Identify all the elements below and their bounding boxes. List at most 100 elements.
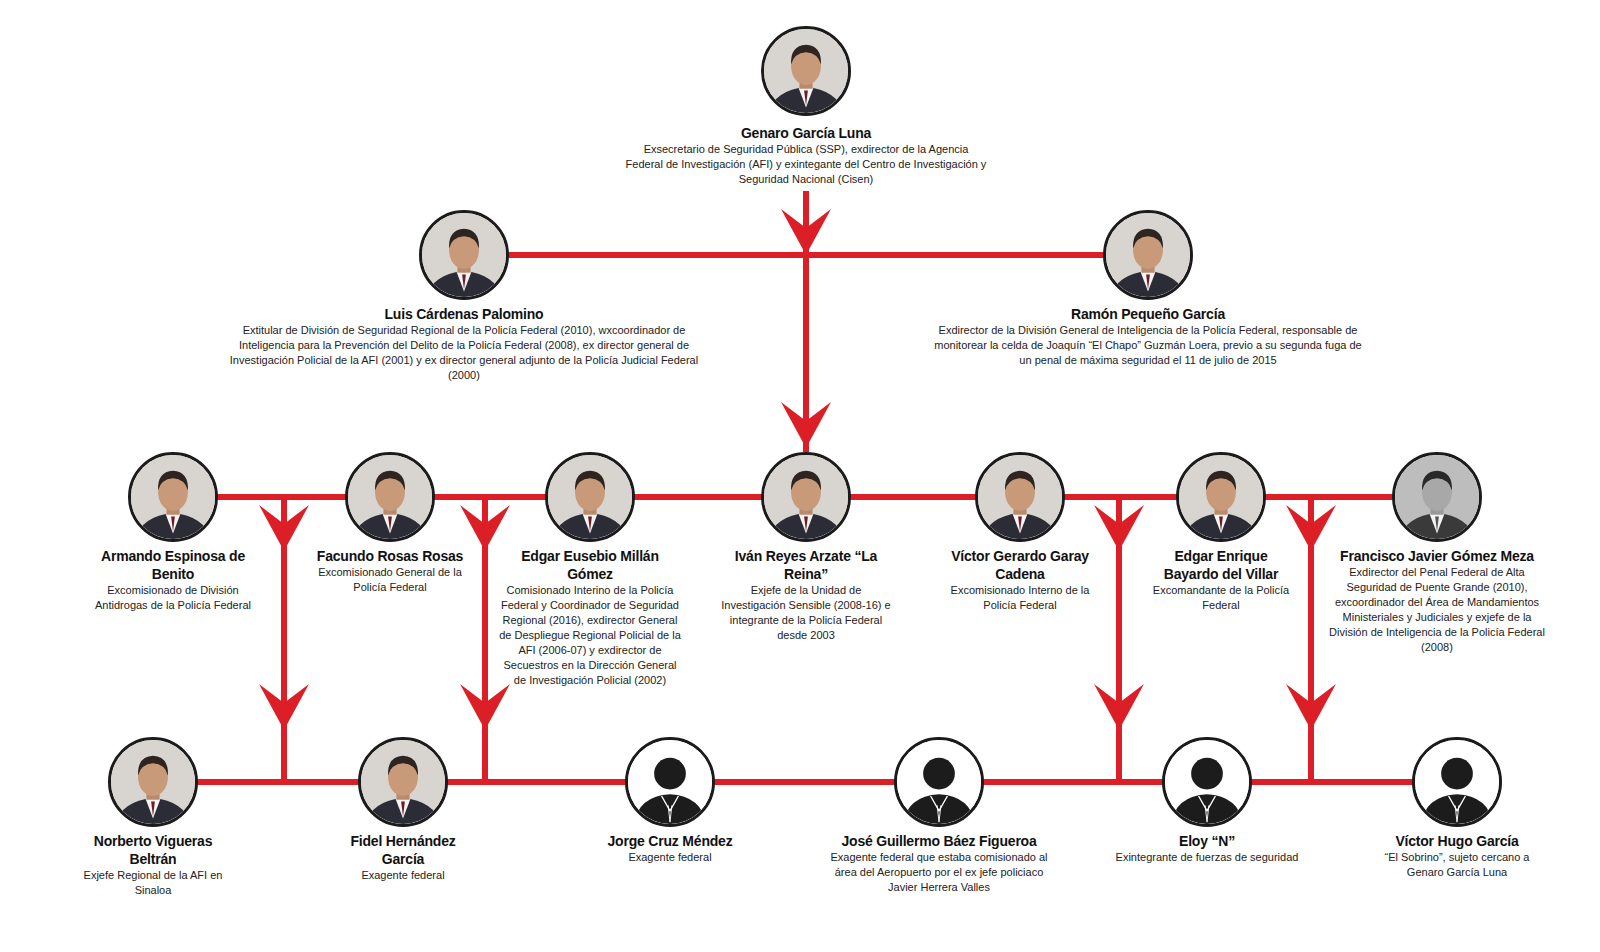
- person-name: Jorge Cruz Méndez: [605, 832, 735, 850]
- person-node: Jorge Cruz MéndezExagente federal: [605, 737, 735, 865]
- portrait-image: [1106, 213, 1190, 297]
- portrait-tie: [804, 91, 808, 106]
- person-description: Exagente federal: [605, 850, 735, 865]
- connector-line: [447, 779, 626, 785]
- connector: [850, 497, 976, 498]
- connector-line: [983, 779, 1163, 785]
- portrait-image: [548, 455, 632, 539]
- silhouette-body: [1171, 794, 1244, 824]
- connector-line: [197, 779, 359, 785]
- arrowhead: [460, 684, 510, 730]
- person-name: Norberto Vigueras Beltrán: [73, 832, 233, 868]
- portrait-tie: [401, 802, 405, 817]
- portrait: [1162, 737, 1252, 827]
- silhouette-head: [1441, 758, 1473, 790]
- silhouette-tie: [937, 805, 941, 822]
- portrait-hair: [138, 756, 168, 776]
- connector: [447, 782, 626, 783]
- portrait-image: [131, 455, 215, 539]
- portrait-tie: [1435, 517, 1439, 532]
- person-description: Exagente federal: [333, 868, 473, 883]
- arrowhead: [1094, 684, 1144, 730]
- portrait-tie: [1219, 517, 1223, 532]
- portrait-image: [764, 29, 848, 113]
- person-name: Iván Reyes Arzate “La Reina”: [719, 547, 894, 583]
- person-node: Iván Reyes Arzate “La Reina”Exjefe de la…: [719, 452, 894, 643]
- person-name: Francisco Javier Gómez Meza: [1327, 547, 1547, 565]
- portrait-tie: [171, 517, 175, 532]
- portrait-tie: [462, 275, 466, 290]
- connector: [197, 497, 309, 782]
- connector: [983, 782, 1163, 783]
- connector: [1094, 497, 1177, 782]
- arrowhead: [1286, 505, 1336, 551]
- silhouette-head: [923, 758, 955, 790]
- person-name: Armando Espinosa de Benito: [86, 547, 261, 583]
- person-node: Francisco Javier Gómez MezaExdirector de…: [1327, 452, 1547, 655]
- person-description: Excomisionado de División Antidrogas de …: [86, 583, 261, 613]
- person-node: Norberto Vigueras BeltránExjefe Regional…: [73, 737, 233, 898]
- portrait-hair: [375, 471, 405, 491]
- person-node: Fidel Hernández GarcíaExagente federal: [333, 737, 473, 883]
- connector: [634, 497, 762, 498]
- person-name: Genaro García Luna: [624, 124, 989, 142]
- connector-line: [197, 497, 284, 782]
- portrait: [1412, 737, 1502, 827]
- portrait-suit: [552, 513, 629, 539]
- portrait-suit: [135, 513, 212, 539]
- person-name: Facundo Rosas Rosas: [315, 547, 465, 565]
- silhouette-tie: [668, 805, 672, 822]
- person-node: Víctor Hugo García“El Sobrino”, sujeto c…: [1372, 737, 1542, 880]
- portrait-hair: [791, 45, 821, 65]
- silhouette-head: [654, 758, 686, 790]
- person-description: Exagente federal que estaba comisionado …: [829, 850, 1049, 895]
- portrait-suit: [426, 271, 503, 297]
- portrait: [975, 452, 1065, 542]
- person-node: Víctor Gerardo Garay CadenaExcomisionado…: [945, 452, 1095, 613]
- portrait-suit: [1183, 513, 1260, 539]
- portrait-suit: [768, 513, 845, 539]
- portrait-shirt: [457, 272, 472, 292]
- arrowhead: [1286, 684, 1336, 730]
- portrait: [625, 737, 715, 827]
- portrait-suit: [115, 798, 192, 824]
- silhouette-body: [1421, 794, 1494, 824]
- portrait-suit: [982, 513, 1059, 539]
- portrait: [1103, 210, 1193, 300]
- portrait-shirt: [799, 514, 814, 534]
- portrait-hair: [1422, 471, 1452, 491]
- portrait-tie: [151, 802, 155, 817]
- person-name: José Guillermo Báez Figueroa: [829, 832, 1049, 850]
- portrait-image: [764, 455, 848, 539]
- portrait-suit: [768, 87, 845, 113]
- portrait-hair: [575, 471, 605, 491]
- person-description: Exintegrante de fuerzas de seguridad: [1102, 850, 1312, 865]
- person-node: Ramón Pequeño GarcíaExdirector de la Div…: [928, 210, 1368, 368]
- person-description: “El Sobrino”, sujeto cercano a Genaro Ga…: [1372, 850, 1542, 880]
- portrait-tie: [388, 517, 392, 532]
- portrait: [108, 737, 198, 827]
- person-node: Edgar Enrique Bayardo del VillarExcomand…: [1146, 452, 1296, 613]
- portrait-shirt: [1214, 514, 1229, 534]
- connector: [1286, 497, 1413, 782]
- person-name: Víctor Gerardo Garay Cadena: [945, 547, 1095, 583]
- portrait-shirt: [583, 514, 598, 534]
- portrait-shirt: [383, 514, 398, 534]
- person-name: Luis Cárdenas Palomino: [229, 305, 699, 323]
- connector: [508, 191, 806, 255]
- connector: [781, 191, 831, 452]
- silhouette-collar: [1199, 796, 1216, 811]
- connector-line: [806, 191, 1104, 255]
- connector-line: [1119, 497, 1177, 782]
- person-description: Comisionado Interino de la Policía Feder…: [497, 583, 683, 688]
- connector-line: [850, 494, 976, 500]
- portrait-image: [1165, 740, 1249, 824]
- person-name: Ramón Pequeño García: [928, 305, 1368, 323]
- silhouette-tie: [1205, 805, 1209, 822]
- portrait-image: [111, 740, 195, 824]
- portrait-image: [1179, 455, 1263, 539]
- connector-line: [714, 779, 895, 785]
- arrowhead: [1094, 505, 1144, 551]
- connector: [714, 782, 895, 783]
- portrait-hair: [388, 756, 418, 776]
